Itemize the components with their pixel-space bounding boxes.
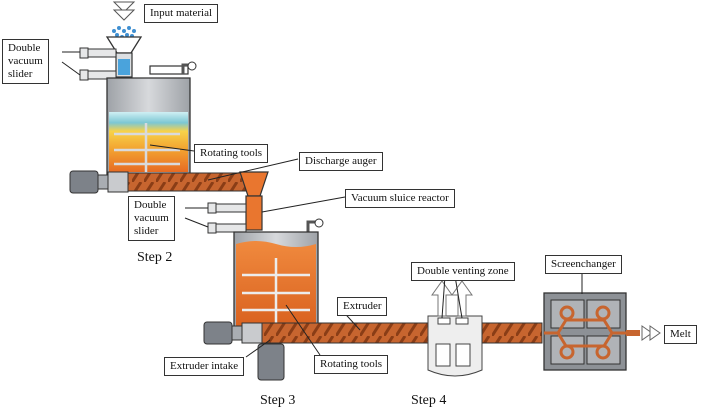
label-melt: Melt xyxy=(664,325,697,344)
label-vacuum-sluice-reactor: Vacuum sluice reactor xyxy=(345,189,455,208)
label-step-4: Step 4 xyxy=(411,393,447,408)
label-rotating-tools-2: Rotating tools xyxy=(314,355,389,374)
label-input-material: Input material xyxy=(144,4,219,23)
label-screenchanger: Screenchanger xyxy=(545,255,622,274)
label-discharge-auger: Discharge auger xyxy=(299,152,383,171)
label-extruder-intake: Extruder intake xyxy=(164,357,245,376)
melt-outlet xyxy=(626,330,640,336)
extruder-motor xyxy=(203,321,233,345)
melt-arrow-icon xyxy=(641,325,661,341)
label-double-vacuum-slider-2: Double vacuum slider xyxy=(128,196,175,241)
vacuum-valve-2 xyxy=(207,202,247,234)
label-line: Double xyxy=(134,199,167,211)
label-line: slider xyxy=(134,225,159,237)
label-step-2: Step 2 xyxy=(137,250,173,265)
reactor-lid-bar xyxy=(149,65,189,75)
label-step-3: Step 3 xyxy=(260,393,296,408)
venting-zone-unit xyxy=(427,315,483,377)
extruder-intake-block xyxy=(257,343,285,381)
label-rotating-tools-1: Rotating tools xyxy=(194,144,269,163)
label-line: vacuum xyxy=(8,55,43,67)
input-arrow-icon xyxy=(112,1,136,21)
sluice-hopper xyxy=(239,171,269,197)
label-double-venting-zone: Double venting zone xyxy=(411,262,515,281)
venting-arrows-icon xyxy=(431,280,473,317)
label-double-vacuum-slider-1: Double vacuum slider xyxy=(2,39,49,84)
reactor-1-rotating-tools xyxy=(114,123,180,172)
leader-lines xyxy=(61,51,583,358)
label-line: Double xyxy=(8,42,41,54)
label-extruder: Extruder xyxy=(337,297,388,316)
vent-pipe-2 xyxy=(306,220,316,232)
vacuum-sluice xyxy=(245,195,263,231)
label-line: slider xyxy=(8,68,33,80)
reactor-2-rotating-tools xyxy=(242,258,310,326)
label-line: vacuum xyxy=(134,212,169,224)
discharge-auger-motor xyxy=(69,170,99,194)
vacuum-valve-1 xyxy=(79,47,117,81)
